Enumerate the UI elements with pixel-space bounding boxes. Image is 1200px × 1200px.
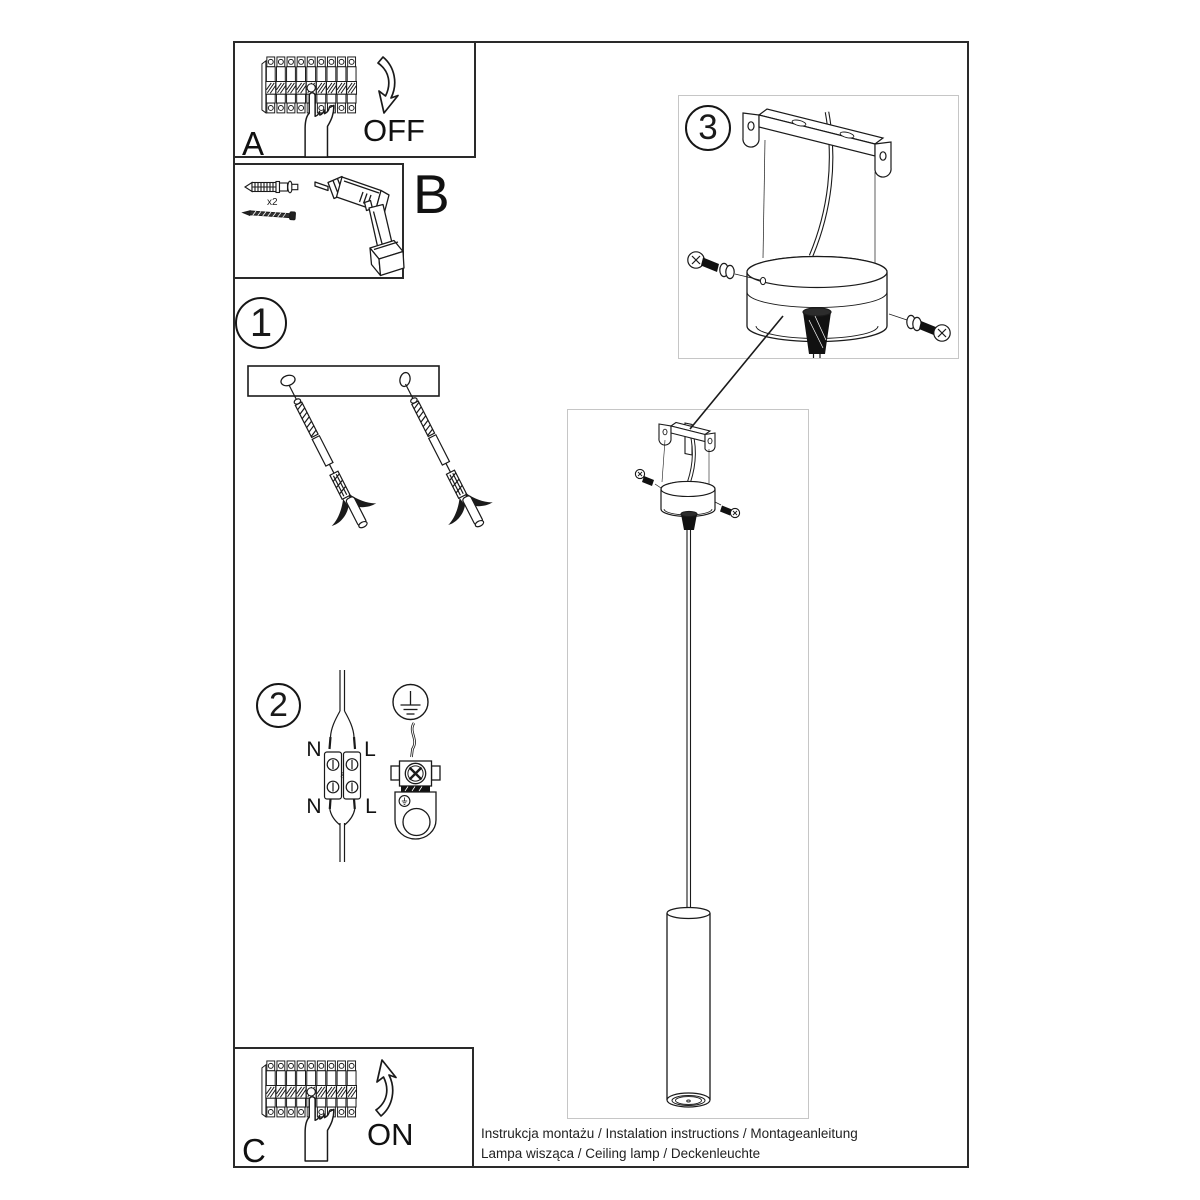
- wire-label-l-bottom: L: [365, 795, 377, 818]
- step-2-badge: 2: [256, 683, 301, 728]
- screw-icon: [241, 210, 296, 221]
- arrow-down-icon: [377, 56, 399, 114]
- step-1-number: 1: [249, 300, 273, 345]
- panel-a-label: A: [242, 125, 265, 162]
- step-2-number: 2: [269, 686, 288, 724]
- wire-label-l-top: L: [364, 738, 376, 761]
- step-1-badge: 1: [235, 297, 287, 349]
- terminal-wiring-icon: N L N L: [306, 670, 377, 862]
- panel-c-label: C: [242, 1132, 266, 1169]
- wire-label-n-bottom: N: [306, 795, 321, 818]
- step-3-number: 3: [698, 108, 718, 147]
- step-3-detail-box: 3: [678, 95, 959, 359]
- panel-c-box: ON C: [233, 1047, 474, 1168]
- panel-b-box: x2: [233, 163, 405, 279]
- anchor-quantity-label: x2: [267, 197, 278, 208]
- mounting-bar-anchors-icon: [247, 365, 500, 541]
- arrow-up-icon: [375, 1059, 397, 1117]
- panel-a-box: OFF A: [233, 41, 476, 162]
- pendant-lamp-icon: [634, 421, 741, 1108]
- switch-off-label: OFF: [363, 113, 425, 148]
- step-3-badge: 3: [685, 105, 731, 151]
- footer-text: Instrukcja montażu / Instalation instruc…: [481, 1124, 858, 1163]
- panel-b-label: B: [413, 163, 450, 225]
- wire-label-n-top: N: [306, 738, 321, 761]
- footer-line-1: Instrukcja montażu / Instalation instruc…: [481, 1126, 858, 1141]
- switch-on-label: ON: [367, 1117, 414, 1152]
- lamp-assembly-box: [567, 409, 809, 1119]
- wall-plug-icon: [243, 180, 299, 194]
- earth-ground-icon: [390, 683, 441, 840]
- breaker-panel-hand-icon: [259, 55, 363, 159]
- drill-icon: [314, 175, 405, 277]
- footer-line-2: Lampa wisząca / Ceiling lamp / Deckenleu…: [481, 1145, 761, 1161]
- breaker-panel-hand-icon: [259, 1059, 363, 1163]
